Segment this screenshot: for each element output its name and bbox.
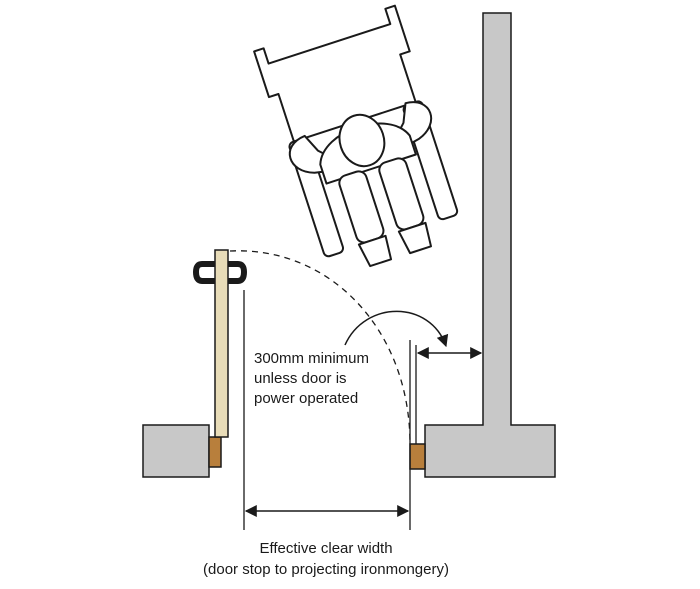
- door-swing-arc: [229, 250, 411, 445]
- wheelchair-user-icon: [253, 4, 459, 268]
- side-label-line-3: power operated: [254, 390, 358, 407]
- side-label-line-2: unless door is: [254, 370, 347, 387]
- bottom-label-line-2: (door stop to projecting ironmongery): [203, 561, 449, 578]
- right-wall: [424, 12, 556, 478]
- side-label-line-1: 300mm minimum: [254, 350, 369, 367]
- door-leaf: [214, 249, 229, 438]
- pull-handle-icon: [193, 261, 247, 284]
- bottom-label-line-1: Effective clear width: [259, 540, 392, 557]
- left-wall: [142, 424, 210, 478]
- right-door-stop: [409, 443, 426, 470]
- pointer-curved-arrow: [344, 310, 449, 348]
- left-door-stop: [208, 436, 222, 468]
